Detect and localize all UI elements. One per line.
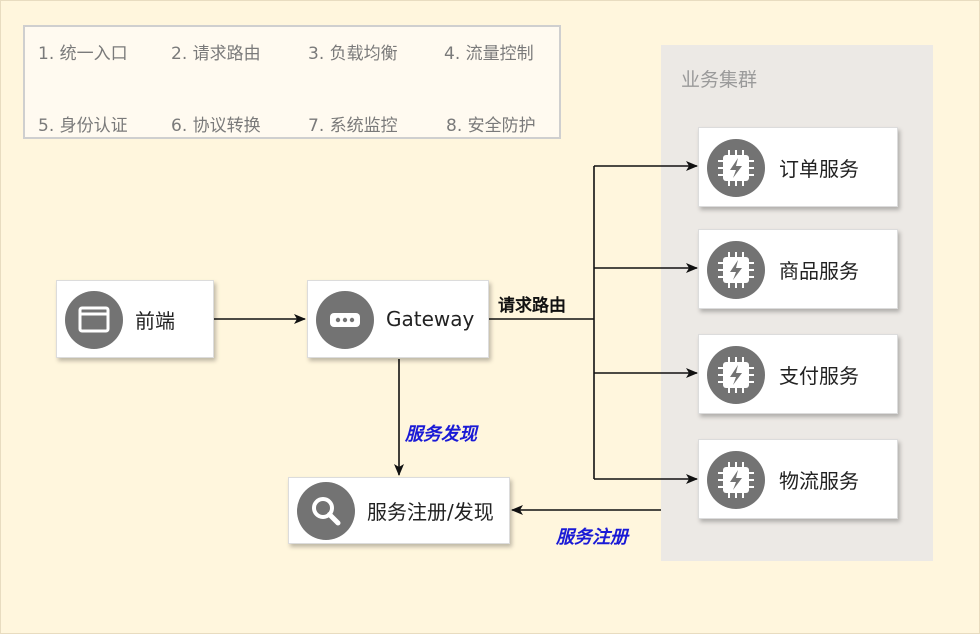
edge-label-registration: 服务注册 xyxy=(556,527,628,548)
feature-item: 8. 安全防护 xyxy=(446,116,536,136)
registry-node[interactable]: 服务注册/发现 xyxy=(288,477,510,544)
gateway-label: Gateway xyxy=(386,307,475,331)
service-node-logistics[interactable]: 物流服务 xyxy=(698,439,898,519)
gateway-node[interactable]: Gateway xyxy=(307,280,489,358)
browser-window-icon xyxy=(65,291,123,349)
service-node-product[interactable]: 商品服务 xyxy=(698,229,898,309)
registry-label: 服务注册/发现 xyxy=(367,500,494,524)
feature-list-box: 1. 统一入口 2. 请求路由 3. 负载均衡 4. 流量控制 5. 身份认证 … xyxy=(23,25,561,139)
feature-item: 1. 统一入口 xyxy=(38,44,128,64)
feature-item: 2. 请求路由 xyxy=(171,44,261,64)
cluster-title: 业务集群 xyxy=(681,69,758,91)
frontend-node[interactable]: 前端 xyxy=(56,280,214,358)
service-label: 支付服务 xyxy=(779,363,859,388)
search-icon xyxy=(297,482,355,540)
frontend-label: 前端 xyxy=(135,308,175,333)
lightning-chip-icon xyxy=(707,346,765,404)
lightning-chip-icon xyxy=(707,241,765,299)
feature-item: 4. 流量控制 xyxy=(444,44,534,64)
ellipsis-icon xyxy=(316,291,374,349)
service-node-payment[interactable]: 支付服务 xyxy=(698,334,898,414)
feature-item: 6. 协议转换 xyxy=(171,116,261,136)
edge-label-discovery: 服务发现 xyxy=(405,424,477,445)
service-label: 商品服务 xyxy=(779,258,859,283)
lightning-chip-icon xyxy=(707,451,765,509)
feature-item: 7. 系统监控 xyxy=(308,116,398,136)
feature-item: 5. 身份认证 xyxy=(38,116,128,136)
service-node-order[interactable]: 订单服务 xyxy=(698,127,898,207)
service-label: 订单服务 xyxy=(779,156,859,181)
edge-label-routing: 请求路由 xyxy=(498,296,566,316)
feature-item: 3. 负载均衡 xyxy=(308,44,398,64)
service-label: 物流服务 xyxy=(779,468,859,493)
lightning-chip-icon xyxy=(707,139,765,197)
